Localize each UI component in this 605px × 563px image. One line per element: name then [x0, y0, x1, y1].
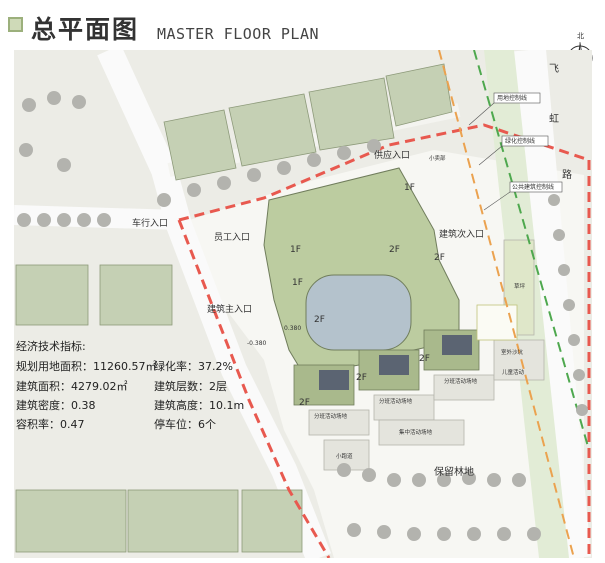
label-secondary-entrance: 建筑次入口: [439, 228, 484, 240]
stat-height: 建筑高度：10.1m: [154, 399, 245, 412]
floor-2f-c: 2F: [314, 315, 325, 325]
road-label-hong: 虹: [549, 113, 559, 125]
solar-panels: [319, 335, 472, 390]
stat-density: 建筑密度：0.38: [16, 399, 96, 412]
atrium-roof: [305, 274, 412, 351]
label-supply-entrance: 供应入口: [374, 149, 410, 161]
room-track: 小跑道: [336, 452, 353, 460]
road-label-fei: 飞: [549, 64, 559, 75]
residential-north: [163, 63, 453, 181]
stats-heading: 经济技术指标:: [16, 340, 86, 353]
label-main-entrance: 建筑主入口: [207, 303, 252, 315]
residential-south: [15, 489, 303, 553]
title-square-icon: [8, 17, 23, 32]
room-kids: 儿童活动: [502, 368, 525, 376]
floor-2f-a: 2F: [389, 245, 400, 255]
label-elevation-b: 0.380: [284, 325, 301, 332]
callout-green-control: 绿化控制线: [505, 137, 535, 145]
floor-1f-b: 1F: [290, 245, 301, 255]
floor-2f-d: 2F: [299, 398, 310, 408]
room-lawn: 草坪: [514, 282, 526, 290]
stat-green-rate: 绿化率：37.2%: [154, 360, 233, 373]
room-zone-2: 分班活动场地: [379, 397, 413, 405]
site-plan: 供应入口 车行入口 员工入口 建筑主入口 建筑次入口 保留林地 -0.380 0…: [14, 50, 592, 558]
trees: [17, 91, 588, 541]
floor-1f-c: 1F: [292, 278, 303, 288]
road-feihong: [512, 50, 591, 558]
sandpit-grid: [476, 304, 518, 341]
callout-public-building-control: 公共建筑控制线: [512, 183, 554, 191]
control-line-callouts: 用地控制线 绿化控制线 公共建筑控制线: [468, 92, 563, 211]
residential-west: [15, 264, 173, 326]
stat-building-area: 建筑面积：4279.02㎡: [16, 380, 128, 393]
stat-parking: 停车位：6个: [154, 418, 216, 431]
plan-labels: 供应入口 车行入口 员工入口 建筑主入口 建筑次入口 保留林地 -0.380 0…: [132, 64, 572, 478]
page-subtitle: MASTER FLOOR PLAN: [157, 25, 320, 43]
floor-2f-e: 2F: [356, 373, 367, 383]
room-zone-3: 分班活动场地: [444, 377, 478, 385]
building-control-line: [438, 50, 575, 558]
green-control-line: [473, 50, 590, 451]
page-title: 总平面图: [31, 15, 140, 44]
stat-land-area: 规划用地面积：11260.57㎡: [16, 360, 157, 373]
floor-labels: 1F 1F 1F 2F 2F 2F 2F 2F 2F: [290, 183, 445, 408]
floor-2f-b: 2F: [434, 253, 445, 263]
room-zone-1: 分班活动场地: [314, 412, 348, 420]
room-sandpit: 室外沙坑: [501, 348, 524, 356]
stat-floors: 建筑层数：2层: [154, 380, 227, 393]
floor-2f-f: 2F: [419, 354, 430, 364]
room-labels: 小卖部 草坪 室外沙坑 儿童活动 分班活动场地 分班活动场地 分班活动场地 集中…: [314, 154, 526, 460]
stat-far: 容积率：0.47: [16, 418, 85, 431]
label-elevation-a: -0.380: [247, 340, 267, 347]
room-shop: 小卖部: [429, 154, 446, 162]
callout-land-control: 用地控制线: [497, 94, 527, 102]
play-areas: [308, 239, 545, 471]
north-label: 北: [577, 32, 584, 40]
room-common-area: 集中活动场地: [399, 428, 433, 436]
label-reserved-woodland: 保留林地: [434, 465, 474, 478]
road-label-lu: 路: [562, 168, 572, 181]
floor-1f-a: 1F: [404, 183, 415, 193]
header: 总平面图 MASTER FLOOR PLAN: [0, 0, 605, 50]
label-vehicle-entrance: 车行入口: [132, 217, 168, 229]
road-main: [97, 50, 332, 558]
label-staff-entrance: 员工入口: [214, 232, 250, 243]
